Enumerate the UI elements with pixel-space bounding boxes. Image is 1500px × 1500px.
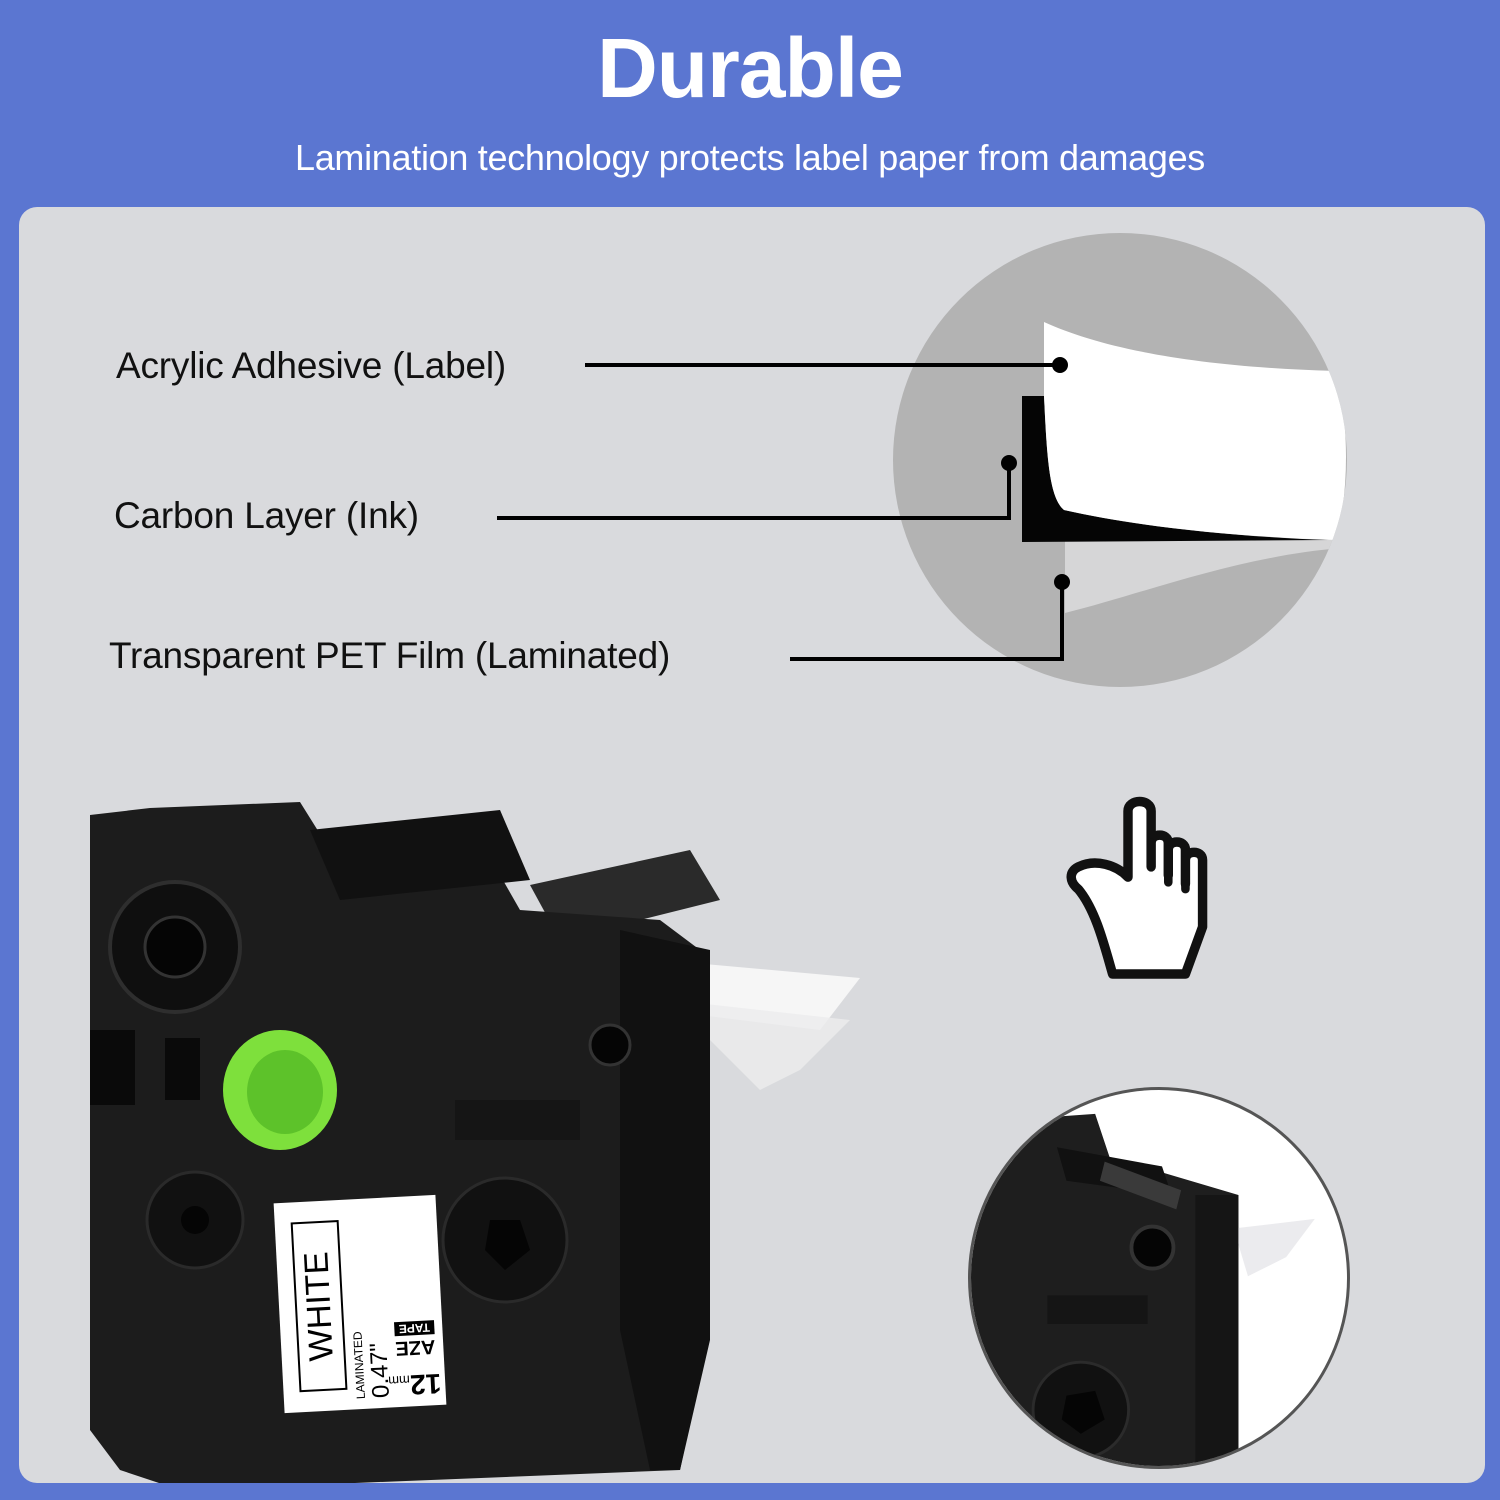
layer-label-pet-film: Transparent PET Film (Laminated) [109,635,671,676]
layer-label-carbon: Carbon Layer (Ink) [114,495,419,536]
content-panel: Acrylic Adhesive (Label) Carbon Layer (I… [19,207,1485,1483]
layer-label-adhesive: Acrylic Adhesive (Label) [116,345,507,386]
label-width-inch: 0.47" [365,1342,395,1399]
layer-cross-section-diagram [497,233,1347,687]
cartridge-label: 12mm 0.47" AZE TAPE LAMINATED WHITE [273,1194,447,1414]
label-laminated: LAMINATED [350,1331,368,1400]
label-color-name: WHITE [290,1220,348,1393]
magnified-detail-circle [968,1087,1350,1469]
tape-cartridge-image [90,802,860,1483]
hand-pointer-icon [1066,796,1208,979]
label-brand: AZE TAPE [394,1320,436,1360]
page-subtitle: Lamination technology protects label pap… [294,137,1206,178]
page-title: Durable [597,21,904,115]
